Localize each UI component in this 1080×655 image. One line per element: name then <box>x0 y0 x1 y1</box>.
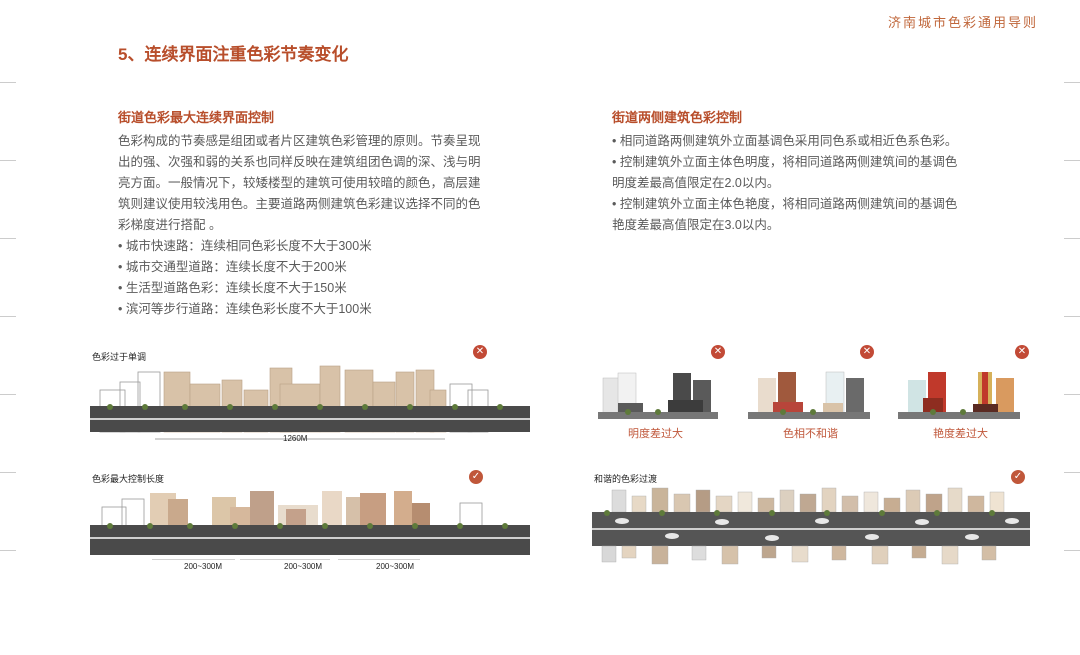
paragraph-line: 亮方面。一般情况下，较矮楼型的建筑可使用较暗的颜色，高层建 <box>118 176 481 190</box>
fig3-caption: 明度差过大 <box>628 428 683 440</box>
right-line: • 相同道路两侧建筑外立面基调色采用同色系或相近色系色彩。 <box>612 134 958 148</box>
edge-marker <box>1064 550 1080 551</box>
edge-marker <box>1064 394 1080 395</box>
check-icon: ✓ <box>1011 470 1025 484</box>
edge-marker <box>0 316 16 317</box>
edge-marker <box>1064 160 1080 161</box>
bullet-item: • 城市交通型道路：连续长度不大于200米 <box>118 260 347 274</box>
paragraph-line: 彩梯度进行搭配 。 <box>118 218 222 232</box>
fig3-comparison <box>598 371 1020 419</box>
right-line: • 控制建筑外立面主体色明度，将相同道路两侧建筑间的基调色 <box>612 155 958 169</box>
bullet-item: • 滨河等步行道路：连续色彩长度不大于100米 <box>118 302 372 316</box>
fig4-streetscape <box>592 487 1030 565</box>
fig2-dimension: 200~300M <box>184 562 223 571</box>
fig1-dimension: 1260M <box>283 434 308 443</box>
cross-icon: ✕ <box>711 345 725 359</box>
edge-marker <box>1064 82 1080 83</box>
left-subtitle: 街道色彩最大连续界面控制 <box>118 110 275 125</box>
fig1-label: 色彩过于单调 <box>92 352 147 362</box>
paragraph-line: 色彩构成的节奏感是组团或者片区建筑色彩管理的原则。节奏呈现 <box>118 134 481 148</box>
edge-marker <box>0 550 16 551</box>
cross-icon: ✕ <box>860 345 874 359</box>
fig2-streetscape <box>90 491 530 560</box>
right-line: 艳度差最高值限定在3.0以内。 <box>612 218 780 232</box>
edge-marker <box>1064 316 1080 317</box>
edge-marker <box>1064 238 1080 239</box>
section-title: 5、连续界面注重色彩节奏变化 <box>118 45 349 64</box>
right-paragraph: • 相同道路两侧建筑外立面基调色采用同色系或相近色系色彩。 • 控制建筑外立面主… <box>612 131 1012 236</box>
left-paragraph: 色彩构成的节奏感是组团或者片区建筑色彩管理的原则。节奏呈现 出的强、次强和弱的关… <box>118 131 528 320</box>
edge-marker <box>0 238 16 239</box>
edge-marker <box>0 472 16 473</box>
cross-icon: ✕ <box>473 345 487 359</box>
edge-marker <box>0 160 16 161</box>
right-line: • 控制建筑外立面主体色艳度，将相同道路两侧建筑间的基调色 <box>612 197 958 211</box>
fig2-dimension: 200~300M <box>284 562 323 571</box>
right-line: 明度差最高值限定在2.0以内。 <box>612 176 780 190</box>
edge-marker <box>1064 472 1080 473</box>
cross-icon: ✕ <box>1015 345 1029 359</box>
fig1-streetscape <box>90 365 530 440</box>
fig2-dimension: 200~300M <box>376 562 415 571</box>
right-subtitle: 街道两侧建筑色彩控制 <box>612 110 743 125</box>
header-title: 济南城市色彩通用导则 <box>887 15 1038 30</box>
fig2-label: 色彩最大控制长度 <box>92 474 165 484</box>
paragraph-line: 出的强、次强和弱的关系也同样反映在建筑组团色调的深、浅与明 <box>118 155 481 169</box>
check-icon: ✓ <box>469 470 483 484</box>
bullet-item: • 生活型道路色彩：连续长度不大于150米 <box>118 281 347 295</box>
fig3-caption: 色相不和谐 <box>783 428 838 440</box>
bullet-item: • 城市快速路：连续相同色彩长度不大于300米 <box>118 239 372 253</box>
fig4-label: 和谐的色彩过渡 <box>594 474 658 484</box>
edge-marker <box>0 394 16 395</box>
edge-marker <box>0 82 16 83</box>
paragraph-line: 筑则建议使用较浅用色。主要道路两侧建筑色彩建议选择不同的色 <box>118 197 481 211</box>
fig3-caption: 艳度差过大 <box>933 428 988 440</box>
